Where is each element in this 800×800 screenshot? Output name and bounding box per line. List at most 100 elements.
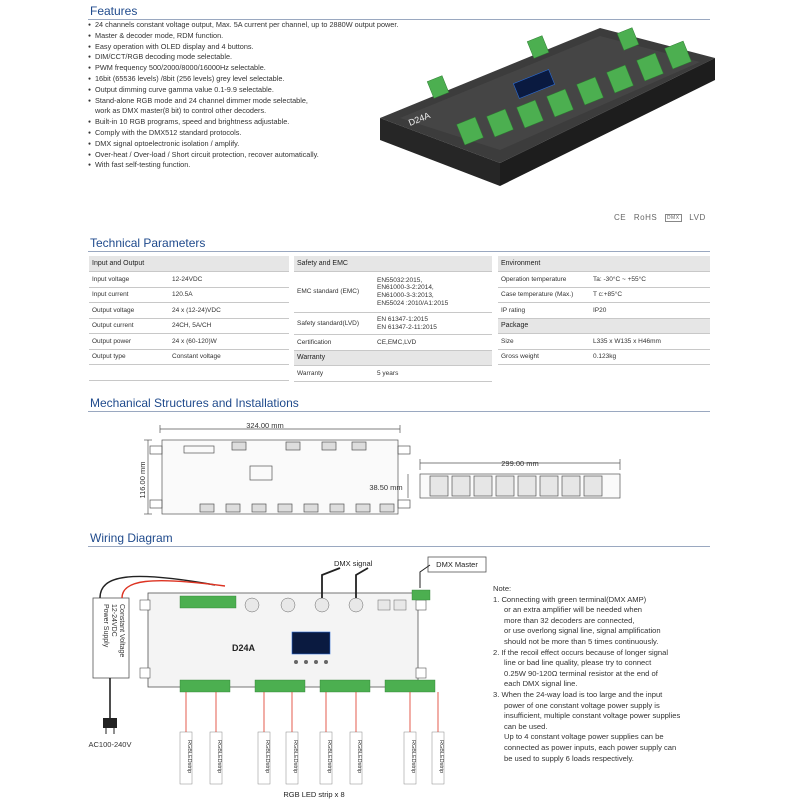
param-value: T c:+85°C <box>590 287 710 303</box>
param-value: 24CH, 5A/CH <box>169 318 289 334</box>
note-line: Up to 4 constant voltage power supplies … <box>504 732 664 742</box>
emc-standards: EN55032:2015, EN61000-3-2:2014, EN61000-… <box>374 271 492 313</box>
notes: Note: 1. Connecting with green terminal(… <box>493 584 703 764</box>
note-line: should not be more than 5 times continuo… <box>504 636 659 646</box>
param-label: Output type <box>89 349 169 365</box>
strip-label: RGBLEDstrip <box>356 740 362 773</box>
param-label: Input voltage <box>89 271 169 288</box>
dim-width: 324.00 mm <box>246 421 284 430</box>
feature-item: DMX signal optoelectronic isolation / am… <box>88 139 428 150</box>
ac-label: AC100-240V <box>89 740 132 749</box>
note-line: line or bad line quality, please try to … <box>504 658 652 668</box>
param-label: Input current <box>89 287 169 303</box>
lvd-standard: EN 61347-2-11:2015 <box>377 323 437 331</box>
param-value: L335 x W135 x H46mm <box>590 333 710 350</box>
mechanical-title: Mechanical Structures and Installations <box>90 396 299 410</box>
feature-item: 24 channels constant voltage output, Max… <box>88 20 428 31</box>
feature-continuation: work as DMX master(8 bit) to control oth… <box>95 106 267 116</box>
mechanical-drawing: 324.00 mm 116.00 mm 299.00 mm 38.50 mm <box>138 421 621 515</box>
param-value: IP20 <box>590 302 710 319</box>
feature-item: Master & decoder mode, RDM function. <box>88 31 428 42</box>
note-line: connected as power inputs, each power su… <box>504 742 677 752</box>
feature-item: With fast self-testing function. <box>88 160 428 171</box>
note-title: Note: <box>493 584 512 593</box>
note-line: or an extra amplifier will be needed whe… <box>504 605 643 615</box>
emc-standard: EN55024 :2010/A1:2015 <box>377 299 449 307</box>
strip-label: RGBLEDstrip <box>186 740 192 773</box>
side-view <box>407 459 621 499</box>
note-1: 1. Connecting with green terminal(DMX AM… <box>493 594 647 604</box>
feature-item: Over-heat / Over-load / Short circuit pr… <box>88 150 428 161</box>
features-list: 24 channels constant voltage output, Max… <box>88 20 428 171</box>
power-supply-line: Constant Voltage <box>118 604 125 657</box>
note-line: insufficient, multiple constant voltage … <box>504 711 681 721</box>
top-view <box>144 425 411 515</box>
lvd-standards: EN 61347-1:2015 EN 61347-2-11:2015 <box>374 312 492 335</box>
feature-item: Comply with the DMX512 standard protocol… <box>88 128 428 139</box>
feature-item: Stand-alone RGB mode and 24 channel dimm… <box>88 96 428 118</box>
wiring-diagram: Power Supply 12-24VDC Constant Voltage A… <box>89 556 487 799</box>
param-label: Output current <box>89 318 169 334</box>
feature-item: Built-in 10 RGB programs, speed and brig… <box>88 117 428 128</box>
note-line: be used to supply 6 loads respectively. <box>504 753 634 763</box>
environment-header: Environment <box>498 256 710 272</box>
param-label: Gross weight <box>498 349 590 365</box>
feature-item: DIM/CCT/RGB decoding mode selectable. <box>88 52 428 63</box>
package-header: Package <box>498 318 710 334</box>
device-label-wiring: D24A <box>232 643 256 653</box>
emc-standard: EN61000-3-3:2013, <box>377 292 434 299</box>
rohs-mark: RoHS <box>633 213 658 222</box>
features-title: Features <box>90 4 138 18</box>
param-value: 120.5A <box>169 287 289 303</box>
d24a-device: D24A <box>139 589 436 693</box>
param-label: Safety standard(LVD) <box>294 312 374 335</box>
note-line: or use overlong signal line, signal ampl… <box>504 626 661 636</box>
technical-rule <box>88 251 710 252</box>
param-value: Constant voltage <box>169 349 289 365</box>
strip-count-label: RGB LED strip x 8 <box>283 790 344 799</box>
note-line: each DMX signal line. <box>504 679 578 689</box>
param-label: Output power <box>89 333 169 350</box>
technical-title: Technical Parameters <box>90 236 206 250</box>
note-line: more than 32 decoders are connected, <box>504 615 635 625</box>
param-label: Operation temperature <box>498 271 590 288</box>
note-line: can be used. <box>504 721 548 731</box>
strip-label: RGBLEDstrip <box>326 740 332 773</box>
power-supply: Power Supply 12-24VDC Constant Voltage <box>92 597 130 679</box>
strip-label: RGBLEDstrip <box>264 740 270 773</box>
param-value: Ta: -30°C ~ +55°C <box>590 271 710 288</box>
param-value: CE,EMC,LVD <box>374 334 492 351</box>
dim-side-width: 299.00 mm <box>501 459 539 468</box>
param-label: Size <box>498 333 590 350</box>
param-label: Certification <box>294 334 374 351</box>
dmx-mark: DMX <box>664 213 682 222</box>
param-value: 24 x (12-24)VDC <box>169 302 289 319</box>
dmx-master-label: DMX Master <box>436 560 478 569</box>
power-supply-line: 12-24VDC <box>110 604 117 637</box>
param-value: 5 years <box>374 365 492 382</box>
feature-item: Output dimming curve gamma value 0.1-9.9… <box>88 85 428 96</box>
param-label: Output voltage <box>89 302 169 319</box>
param-value: 24 x (60-120)W <box>169 333 289 350</box>
strip-label: RGBLEDstrip <box>438 740 444 773</box>
io-header: Input and Output <box>89 256 289 272</box>
certification-marks: CE RoHS DMX LVD <box>614 213 711 222</box>
feature-item: PWM frequency 500/2000/8000/16000Hz sele… <box>88 63 428 74</box>
param-value: 12-24VDC <box>169 271 289 288</box>
emc-standard: EN61000-3-2:2014, <box>377 284 434 292</box>
param-label: IP rating <box>498 302 590 319</box>
feature-item: 16bit (65536 levels) /8bit (256 levels) … <box>88 74 428 85</box>
param-label: Case temperature (Max.) <box>498 287 590 303</box>
dim-height: 116.00 mm <box>138 462 147 499</box>
lvd-standard: EN 61347-1:2015 <box>377 315 428 323</box>
strip-label: RGBLEDstrip <box>216 740 222 773</box>
note-2: 2. If the recoil effect occurs because o… <box>493 647 669 657</box>
note-line: 0.25W 90-120Ω terminal resistor at the e… <box>504 668 658 678</box>
note-line: power of one constant voltage power supp… <box>504 700 660 710</box>
led-strips: RGBLEDstrip RGBLEDstrip RGBLEDstrip RGBL… <box>179 692 445 785</box>
safety-table: Safety and EMC EMC standard (EMC) EN5503… <box>294 256 492 382</box>
strip-label: RGBLEDstrip <box>410 740 416 773</box>
strip-label: RGBLEDstrip <box>292 740 298 773</box>
